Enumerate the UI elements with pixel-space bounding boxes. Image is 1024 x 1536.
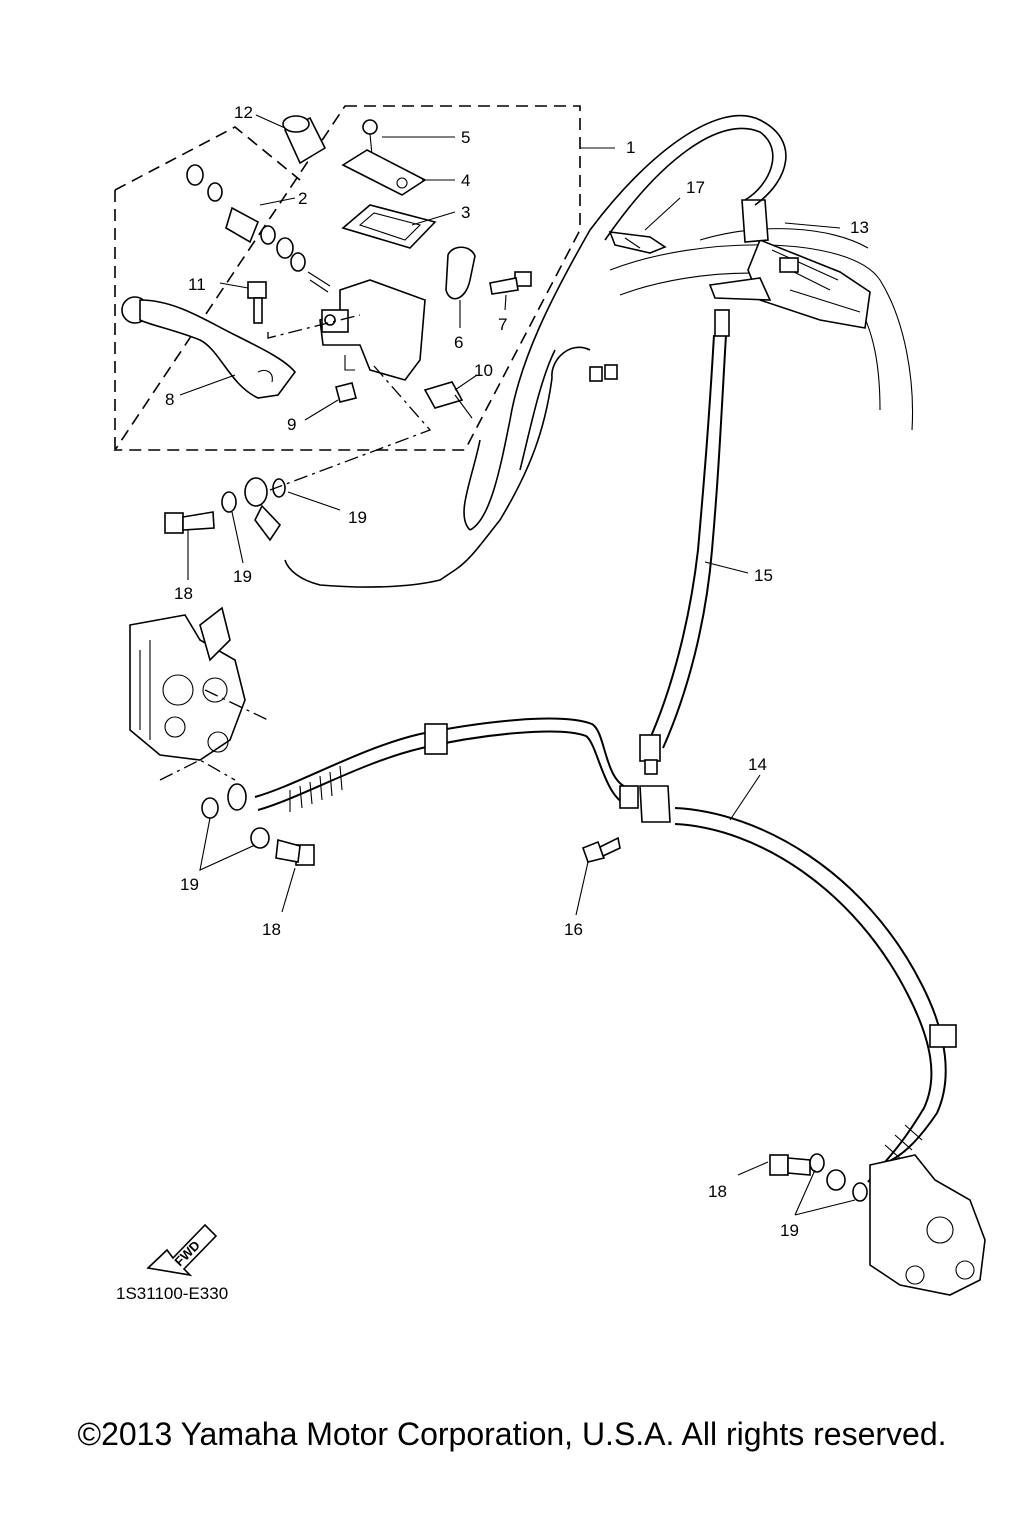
- left-lower-banjo: [201, 783, 315, 866]
- callout-1: 1: [626, 138, 635, 157]
- diagram-code: 1S31100-E330: [116, 1284, 228, 1303]
- brake-hose-15: [639, 309, 730, 775]
- copyright-notice: ©2013 Yamaha Motor Corporation, U.S.A. A…: [77, 1416, 947, 1452]
- callout-19-upper-right: 19: [348, 508, 367, 527]
- right-brake-caliper: [869, 1154, 986, 1296]
- callout-labels: 1 2 3 4 5 6 7 8 9 10 11 12 13 14 15 16 1…: [165, 103, 869, 1240]
- callout-10: 10: [474, 361, 493, 380]
- upper-banjo-fitting: [164, 477, 286, 542]
- callout-16: 16: [564, 920, 583, 939]
- callout-4: 4: [461, 171, 470, 190]
- callout-18-upper: 18: [174, 584, 193, 603]
- callout-6: 6: [454, 333, 463, 352]
- callout-5: 5: [461, 128, 470, 147]
- left-brake-caliper: [129, 606, 246, 761]
- master-cylinder-group-boundary: [113, 105, 581, 451]
- master-cylinder-parts: [121, 115, 532, 419]
- callout-11: 11: [188, 275, 206, 294]
- callout-13: 13: [850, 218, 869, 237]
- forward-arrow-badge: FWD: [146, 1223, 218, 1277]
- callout-17: 17: [686, 178, 705, 197]
- bolt-16: [581, 836, 621, 863]
- assembly-reference-lines: [159, 314, 432, 781]
- right-lower-banjo: [769, 1153, 868, 1202]
- callout-19-right: 19: [780, 1221, 799, 1240]
- leader-lines: [179, 114, 856, 1216]
- callout-2: 2: [298, 189, 307, 208]
- callout-8: 8: [165, 390, 174, 409]
- callout-15: 15: [754, 566, 773, 585]
- clip-17: [608, 231, 667, 254]
- callout-19-upper-left: 19: [233, 567, 252, 586]
- rear-brake-master-cylinder: [708, 199, 871, 329]
- callout-12: 12: [234, 103, 253, 122]
- brake-switch-cable: [284, 346, 618, 588]
- lower-brake-hose-14: [253, 717, 957, 1183]
- callout-9: 9: [287, 415, 296, 434]
- callout-3: 3: [461, 203, 470, 222]
- callout-19-left: 19: [180, 875, 199, 894]
- callout-18-right: 18: [708, 1182, 727, 1201]
- upper-brake-hose: [463, 114, 787, 531]
- callout-7: 7: [498, 315, 507, 334]
- callout-18-left: 18: [262, 920, 281, 939]
- callout-14: 14: [748, 755, 767, 774]
